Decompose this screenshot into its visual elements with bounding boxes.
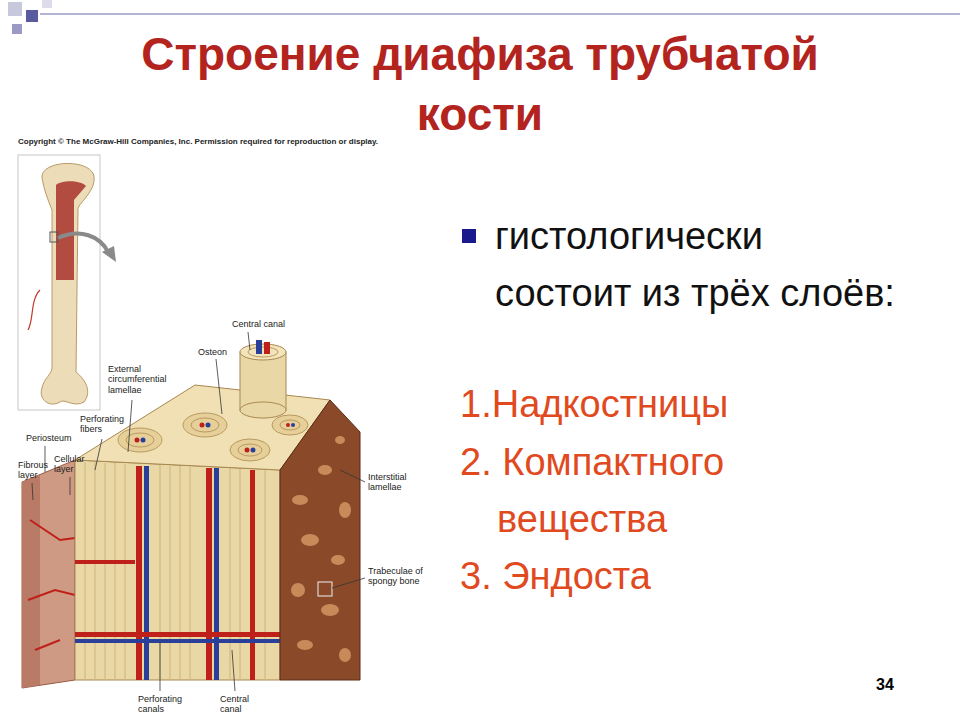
part-label: Fibrous layer: [18, 460, 50, 481]
osteon-cylinder: [240, 340, 286, 418]
part-label: Trabeculae of spongy bone: [368, 566, 430, 587]
list-item: 1.Надкостницы: [460, 376, 900, 433]
page-number: 34: [876, 676, 894, 694]
bullet-square: [462, 229, 476, 243]
copyright-note: Copyright © The McGraw-Hill Companies, I…: [18, 137, 378, 146]
part-label: Perforating fibers: [80, 414, 130, 435]
list-item: 3. Эндоста: [460, 548, 900, 605]
leader-lines: [32, 332, 365, 691]
blood-vessels: [75, 466, 280, 680]
bullet-text: гистологически состоит из трёх слоёв:: [495, 208, 895, 322]
part-label: Perforating canals: [138, 694, 190, 715]
part-label: Cellular layer: [54, 454, 90, 475]
part-label: Interstitial lamellae: [368, 472, 420, 493]
part-label: Periosteum: [26, 433, 72, 443]
part-label: Central canal: [220, 694, 260, 715]
compact-bone-block: [22, 340, 360, 688]
slide-title: Строение диафиза трубчатой кости: [137, 24, 823, 144]
list-item: 2. Компактного вещества: [460, 434, 900, 548]
part-label: Central canal: [232, 319, 285, 329]
part-label: Osteon: [198, 347, 227, 357]
part-label: External circumferential lamellae: [108, 364, 172, 395]
long-bone-thumbnail: [18, 155, 116, 410]
